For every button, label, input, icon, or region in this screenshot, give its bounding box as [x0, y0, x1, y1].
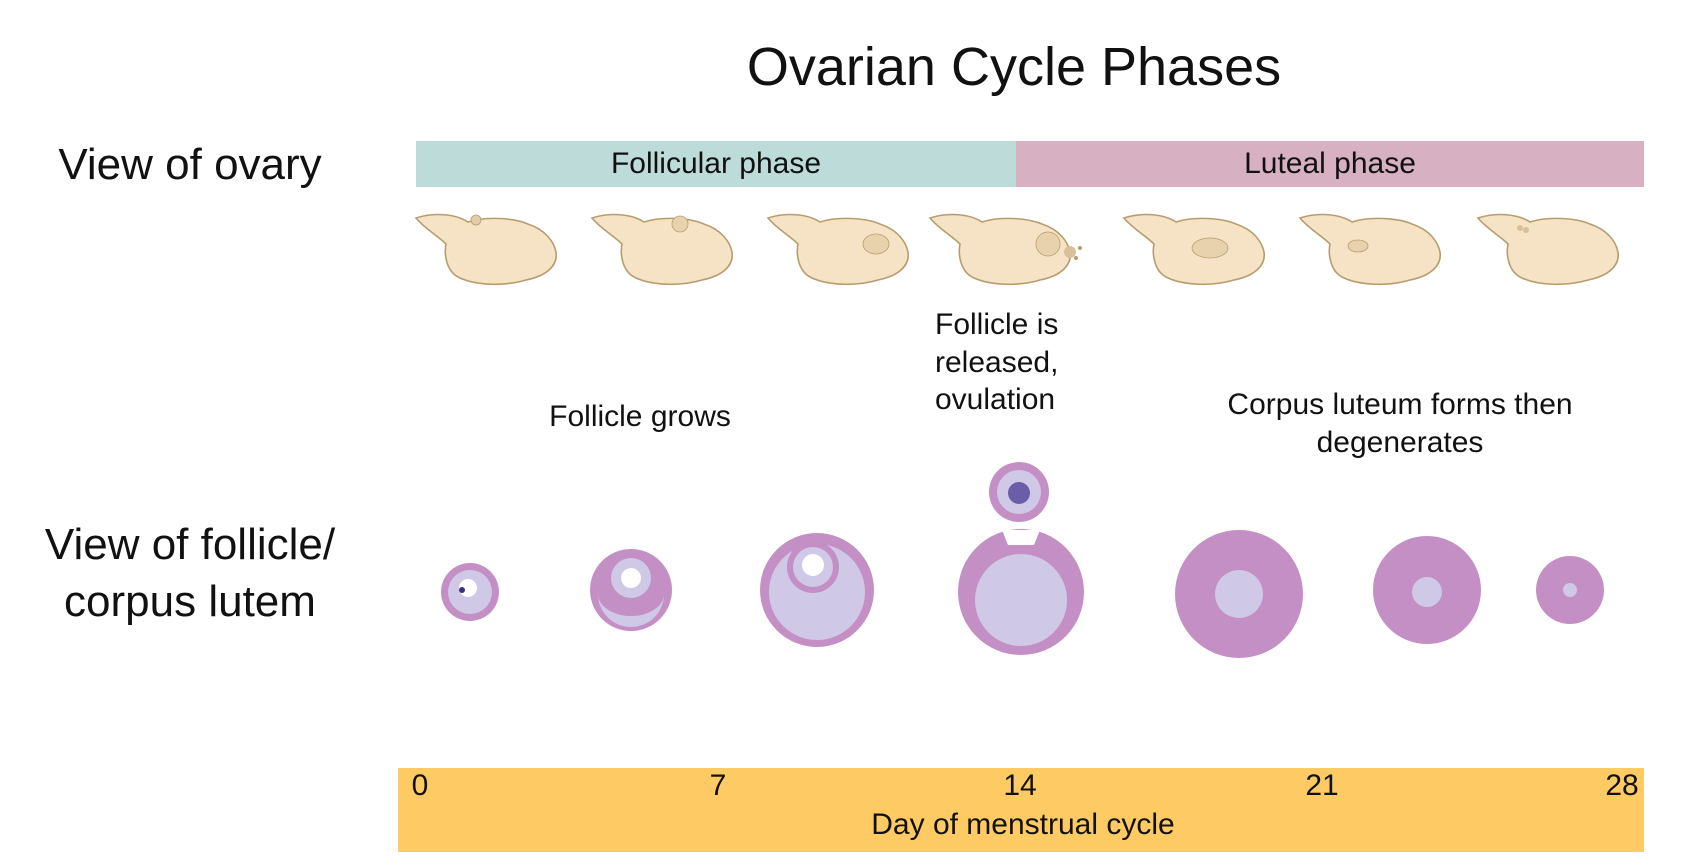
ovary-icon — [415, 213, 558, 286]
timeline-tick: 0 — [411, 769, 429, 802]
annotation-corpus-luteum: Corpus luteum forms then degenerates — [1200, 386, 1600, 461]
annotation-corpus-luteum-text: Corpus luteum forms then degenerates — [1227, 388, 1573, 459]
timeline-tick: 14 — [1003, 769, 1037, 802]
timeline-bar — [398, 768, 1644, 852]
corpus-luteum-icon — [1373, 536, 1481, 644]
annotation-ovulation: Follicle is released, ovulation — [935, 306, 1095, 419]
row-label-follicle: View of follicle/ corpus lutem — [20, 516, 360, 630]
follicle-icon — [441, 563, 499, 621]
luteal-phase-label: Luteal phase — [1244, 147, 1416, 180]
corpus-luteum-icon — [1175, 530, 1303, 658]
timeline-tick: 7 — [709, 769, 727, 802]
follicle-icon — [590, 549, 672, 631]
annotation-ovulation-text: Follicle is released, ovulation — [935, 308, 1059, 416]
follicle-icon — [760, 533, 874, 647]
ovary-icon — [767, 213, 910, 286]
corpus-luteum-icon — [1536, 556, 1604, 624]
follicle-icon — [958, 529, 1084, 655]
ovary-icon — [929, 213, 1082, 286]
ovary-icon — [1123, 213, 1266, 286]
follicular-phase-bar: Follicular phase — [416, 141, 1016, 187]
ovary-icon — [1299, 213, 1442, 286]
ovary-icon — [1477, 213, 1620, 286]
annotation-follicle-grows: Follicle grows — [549, 400, 731, 433]
released-oocyte-icon — [989, 462, 1049, 522]
ovary-icon — [591, 213, 734, 286]
row-label-follicle-text: View of follicle/ corpus lutem — [44, 520, 336, 627]
timeline-axis-label: Day of menstrual cycle — [871, 808, 1175, 841]
timeline-tick: 28 — [1605, 769, 1639, 802]
timeline-tick: 21 — [1305, 769, 1339, 802]
luteal-phase-bar: Luteal phase — [1016, 141, 1644, 187]
row-label-ovary: View of ovary — [58, 140, 322, 189]
diagram-title: Ovarian Cycle Phases — [746, 37, 1282, 97]
follicular-phase-label: Follicular phase — [610, 147, 822, 180]
